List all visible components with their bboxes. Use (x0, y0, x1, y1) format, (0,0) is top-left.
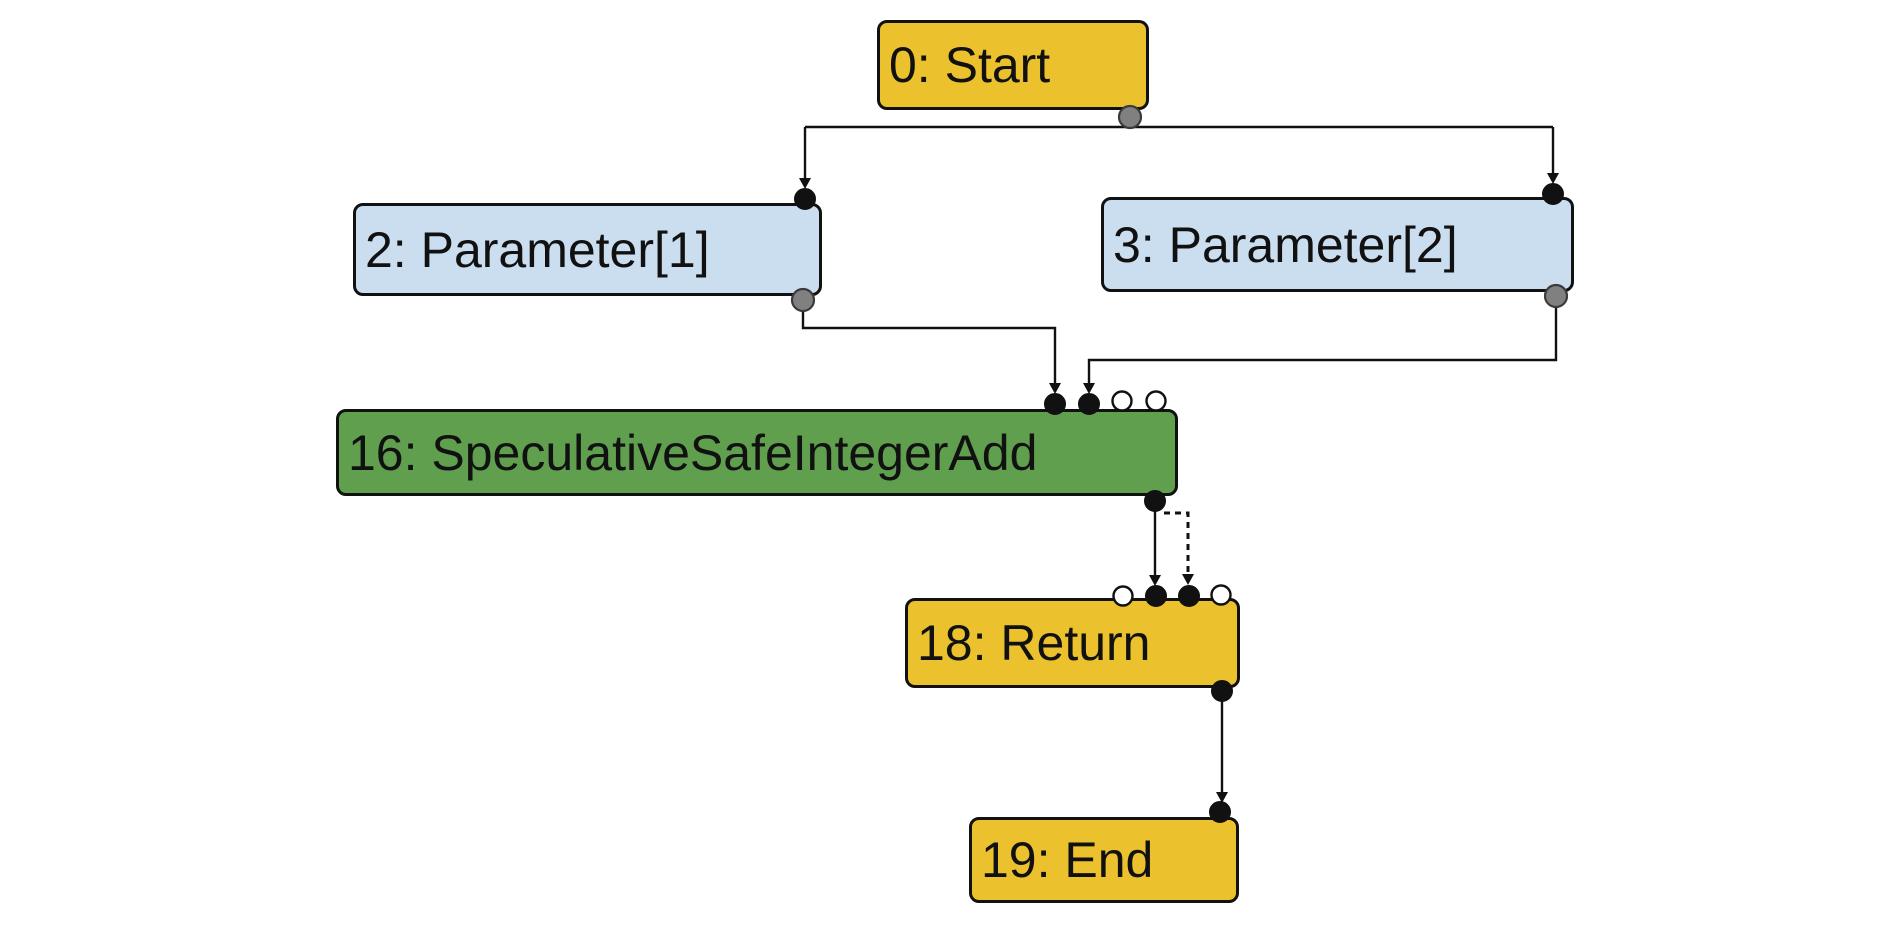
node-return[interactable]: 18: Return (905, 598, 1240, 688)
node-return-label: 18: Return (917, 615, 1151, 671)
node-end[interactable]: 19: End (969, 817, 1239, 903)
arrowhead-start-to-parameter2 (1547, 173, 1559, 184)
arrowhead-start-to-parameter1 (799, 178, 811, 189)
add-effect-input-port (1111, 390, 1133, 412)
edge-parameter1-to-add (801, 310, 1057, 383)
edge-add-to-return-effect (1164, 511, 1190, 574)
node-parameter-2[interactable]: 3: Parameter[2] (1101, 197, 1574, 292)
node-speculative-safe-integer-add-label: 16: SpeculativeSafeIntegerAdd (348, 424, 1038, 481)
node-end-label: 19: End (981, 832, 1154, 888)
node-start-label: 0: Start (889, 37, 1051, 93)
edge-parameter2-to-add (1087, 306, 1558, 383)
node-parameter-1[interactable]: 2: Parameter[1] (353, 203, 822, 296)
node-parameter-1-label: 2: Parameter[1] (365, 221, 710, 278)
arrowhead-return-to-end (1216, 792, 1228, 803)
add-control-input-port (1145, 390, 1167, 412)
arrowhead-add-to-return-effect (1182, 574, 1194, 585)
node-start[interactable]: 0: Start (877, 20, 1149, 110)
arrowhead-add-to-return-value (1149, 575, 1161, 586)
node-parameter-2-label: 3: Parameter[2] (1113, 216, 1458, 273)
arrowhead-parameter1-to-add (1049, 383, 1061, 394)
arrowhead-parameter2-to-add (1083, 383, 1095, 394)
node-speculative-safe-integer-add[interactable]: 16: SpeculativeSafeIntegerAdd (336, 409, 1178, 496)
